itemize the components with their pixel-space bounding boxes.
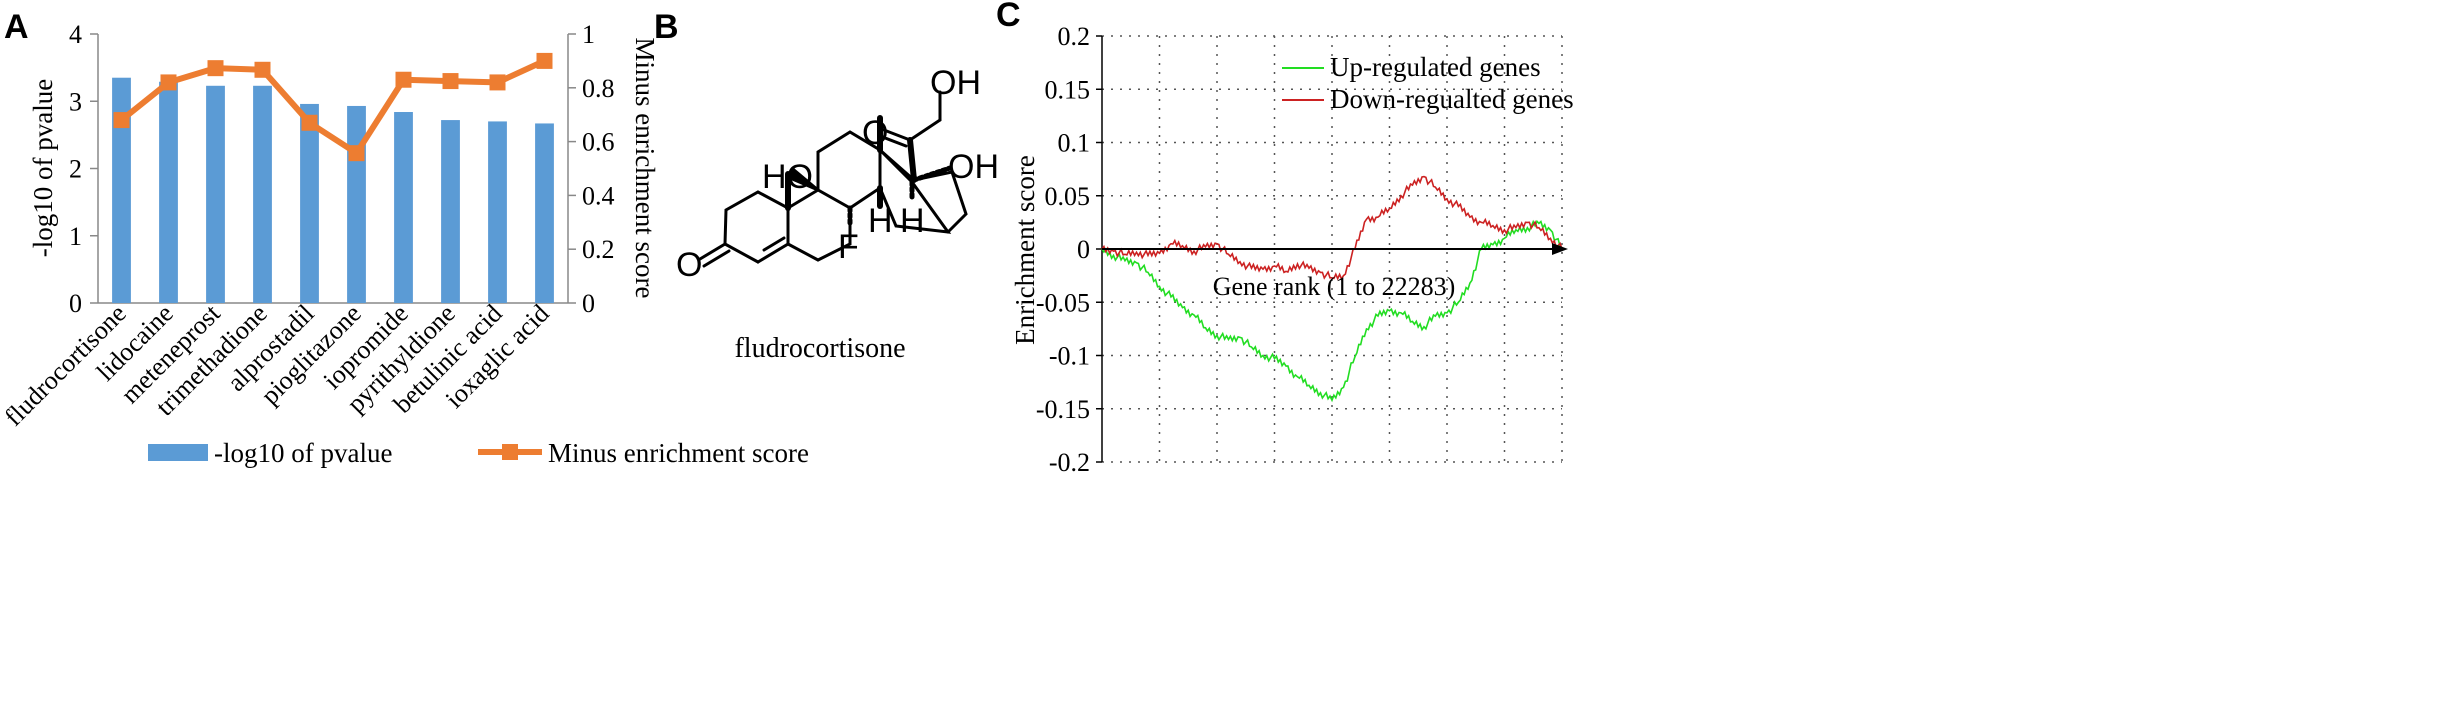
legend-label-down: Down-regualted genes (1330, 84, 1574, 114)
c-x-axis-title: Gene rank (1 to 22283) (1213, 272, 1456, 301)
c-y-tick-label: -0.05 (1036, 288, 1090, 317)
bar (300, 103, 319, 303)
down-regulated-line (1101, 175, 1563, 281)
right-tick-label: 0.4 (582, 181, 615, 210)
panel-label-c: C (996, 0, 1021, 34)
atom-f: F (838, 228, 859, 266)
bar (112, 77, 131, 304)
score-marker (536, 52, 553, 69)
panel-label-a: A (4, 8, 29, 46)
bar (206, 85, 225, 303)
score-marker (348, 145, 365, 162)
score-marker (489, 74, 506, 91)
legend-label-up: Up-regulated genes (1330, 52, 1541, 82)
score-marker (113, 112, 130, 129)
panel-label-b: B (654, 8, 679, 46)
ring-c-bonds (816, 130, 882, 210)
right-tick-label: 0.8 (582, 74, 615, 103)
bar (159, 81, 178, 303)
score-marker (207, 60, 224, 77)
ring-b-bonds (786, 188, 852, 262)
atom-ho: HO (762, 158, 813, 196)
legend-label-line: Minus enrichment score (548, 438, 809, 468)
atom-o-ketone: O (676, 246, 702, 284)
score-marker (395, 71, 412, 88)
legend-label-bar: -log10 of pvalue (214, 438, 392, 468)
c-x-axis-arrow (1552, 243, 1568, 255)
atom-o-side: O (862, 114, 888, 152)
c-y-tick-label: -0.1 (1049, 342, 1090, 371)
c-y-tick-label: 0 (1077, 235, 1090, 264)
side-chain-bond (907, 137, 917, 183)
fludrocortisone-structure (698, 90, 968, 268)
bar (535, 123, 554, 303)
bar (441, 120, 460, 303)
ring-a-double-bond (762, 236, 786, 252)
right-tick-label: 1 (582, 20, 595, 49)
right-tick-label: 0.6 (582, 128, 615, 157)
left-tick-label: 2 (69, 155, 82, 184)
right-tick-label: 0 (582, 289, 595, 318)
ring-a-closure (723, 242, 760, 264)
ch2-bond (908, 118, 942, 142)
molecule-name: fludrocortisone (734, 333, 905, 364)
atom-h2: H (900, 202, 925, 240)
ho-wedge (787, 167, 819, 192)
ring-a-bonds (723, 190, 790, 264)
atom-h1: H (868, 202, 893, 240)
ring-d-outer (878, 148, 968, 234)
c-y-tick-label: 0.1 (1058, 129, 1091, 158)
right-tick-label: 0.2 (582, 235, 615, 264)
carbonyl-double-bond (878, 134, 908, 148)
bar (347, 105, 366, 304)
ketone-bond (698, 242, 727, 261)
c-y-tick-label: 0.15 (1045, 75, 1091, 104)
carbonyl-bond (882, 128, 912, 142)
left-tick-label: 1 (69, 222, 82, 251)
legend-swatch-bar (148, 444, 208, 461)
c-y-tick-label: 0.05 (1045, 182, 1091, 211)
legend-swatch-marker (502, 444, 518, 460)
atom-oh-right: OH (948, 148, 999, 186)
score-marker (160, 74, 177, 91)
bar (253, 85, 272, 303)
left-tick-label: 3 (69, 87, 82, 116)
enrichment-plot: 0.2 0.15 0.1 0.05 0 -0.05 -0.1 -0.15 -0.2 Gene r… (1010, 22, 1574, 477)
left-tick-label: 0 (69, 289, 82, 318)
ketone-double-bond (702, 249, 731, 268)
c-y-tick-label: 0.2 (1058, 22, 1091, 51)
score-marker (301, 114, 318, 131)
oh-hashed-bond (911, 165, 953, 183)
bar (488, 121, 507, 303)
atom-oh-top: OH (930, 64, 981, 102)
c-y-axis-title: Enrichment score (1010, 155, 1040, 345)
left-tick-label: 4 (69, 20, 82, 49)
c-y-tick-label: -0.2 (1049, 448, 1090, 477)
bar (394, 112, 413, 303)
score-marker (442, 73, 459, 90)
c-y-tick-label: -0.15 (1036, 395, 1090, 424)
y-axis-title-right: Minus enrichment score (630, 38, 660, 299)
score-marker (254, 61, 271, 78)
score-line (119, 58, 546, 157)
y-axis-title-left: -log10 of pvalue (28, 79, 58, 257)
